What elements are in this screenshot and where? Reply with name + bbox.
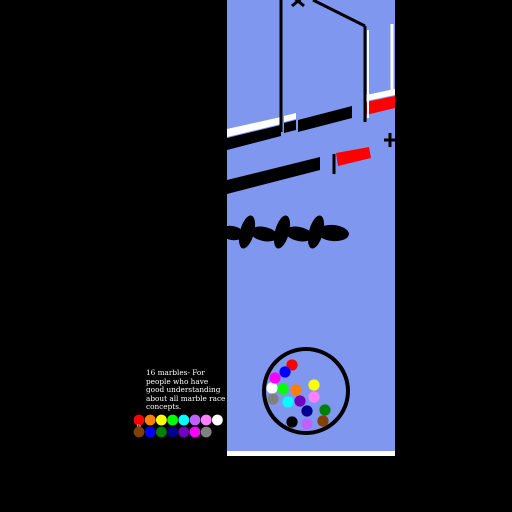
marble-magenta — [269, 372, 281, 384]
marble-container — [262, 347, 350, 435]
marble-dark-green — [319, 404, 331, 416]
legend-marble-green — [167, 414, 179, 426]
legend-marble-cyan — [178, 414, 190, 426]
marble-purple — [294, 395, 306, 407]
marble-yellow — [308, 379, 320, 391]
marble-gray — [267, 393, 279, 405]
legend-marble-purple — [178, 426, 190, 438]
marble-blue — [279, 366, 291, 378]
spinner-row — [220, 215, 349, 249]
cross-marker-top — [291, 0, 305, 8]
cross-marker-right — [384, 133, 396, 147]
legend-marble-black — [212, 426, 223, 438]
legend-marble-violet — [189, 414, 201, 426]
marble-green — [277, 383, 289, 395]
legend-title: Eh — [136, 424, 142, 428]
marble-navy — [301, 405, 313, 417]
legend-marble-white — [212, 414, 223, 426]
marble-red — [286, 359, 298, 371]
legend-marble-gray — [200, 426, 212, 438]
legend-marble-pink — [200, 414, 212, 426]
level-description: 16 marbles- For people who have good und… — [146, 368, 226, 412]
ramp-top-left — [227, 117, 281, 150]
ramp-top-right-accent — [366, 89, 395, 115]
marble-orange — [290, 384, 302, 396]
ramp-top-middle — [284, 106, 352, 133]
track-floor — [227, 451, 395, 456]
marble-cyan — [282, 396, 294, 408]
wall-top-diagonal — [312, 0, 366, 28]
legend-marble-orange — [144, 414, 156, 426]
legend-marble-red — [133, 414, 145, 426]
marble-white — [266, 382, 278, 394]
marble-black — [286, 416, 298, 428]
marble-brown — [317, 415, 329, 427]
legend-marble-blue — [144, 426, 156, 438]
marble-violet — [301, 418, 313, 430]
marble-pink — [308, 391, 320, 403]
legend-marble-dark-green — [156, 426, 167, 438]
legend-marble-navy — [167, 426, 179, 438]
legend-marble-yellow — [156, 414, 167, 426]
legend-marble-magenta — [189, 426, 201, 438]
marble-legend — [133, 414, 223, 438]
legend-marble-brown — [133, 426, 145, 438]
ramp-middle — [227, 147, 371, 194]
container-marbles — [266, 359, 331, 430]
